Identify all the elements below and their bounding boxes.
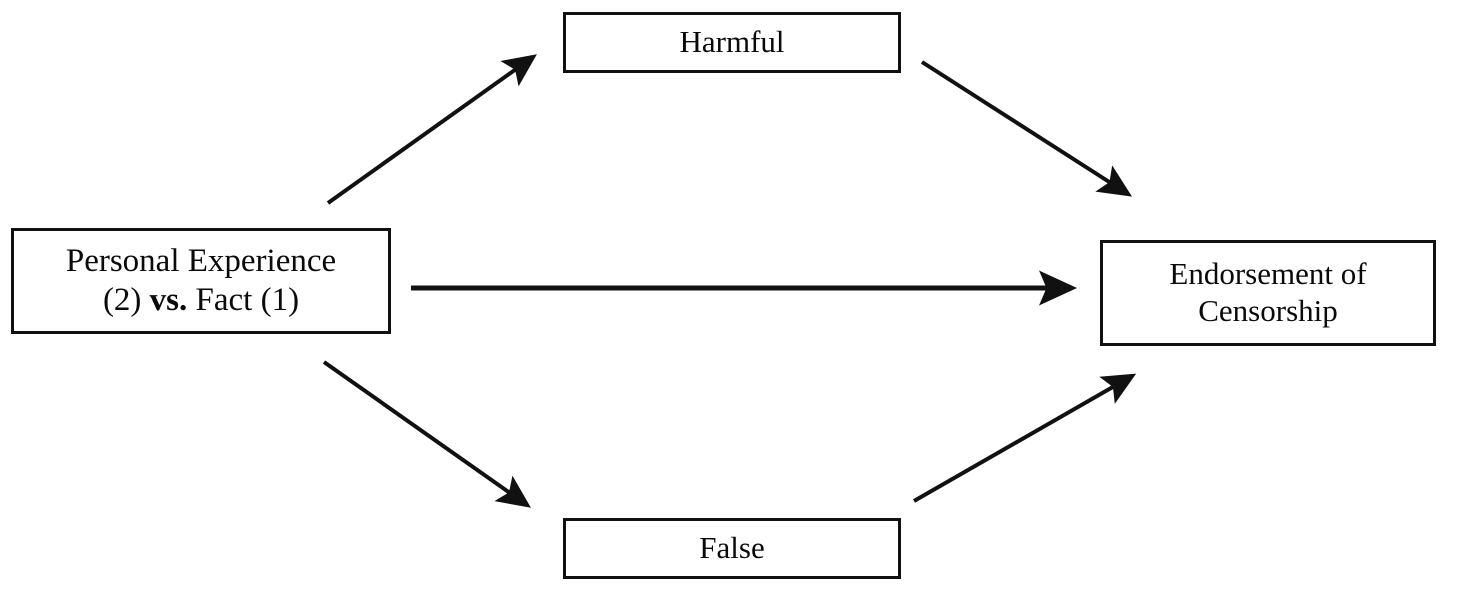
endorsement-label-line-1: Endorsement of	[1169, 256, 1367, 292]
arrow-harmful-to-outcome	[920, 60, 1133, 197]
harmful-label: Harmful	[679, 24, 785, 60]
personal-experience-label: Personal Experience (2) vs. Fact (1)	[14, 242, 388, 320]
false-label: False	[699, 530, 765, 566]
harmful-node[interactable]: Harmful	[563, 12, 901, 73]
label-fragment-post: Fact (1)	[187, 282, 300, 318]
false-node[interactable]: False	[563, 518, 901, 579]
label-fragment-vs: vs.	[149, 282, 188, 318]
arrow-predictor-to-false	[322, 360, 531, 508]
arrow-false-to-outcome	[913, 373, 1137, 503]
personal-experience-node[interactable]: Personal Experience (2) vs. Fact (1)	[11, 228, 391, 334]
endorsement-label-line-2: Censorship	[1198, 293, 1338, 328]
personal-experience-label-line-1: Personal Experience	[65, 243, 337, 280]
endorsement-of-censorship-node[interactable]: Endorsement of Censorship	[1100, 240, 1436, 346]
arrow-predictor-to-harmful	[326, 54, 537, 205]
personal-experience-label-line-2: (2) vs. Fact (1)	[20, 281, 382, 320]
endorsement-of-censorship-label: Endorsement of Censorship	[1103, 256, 1433, 329]
label-fragment-pre: (2)	[102, 282, 150, 318]
